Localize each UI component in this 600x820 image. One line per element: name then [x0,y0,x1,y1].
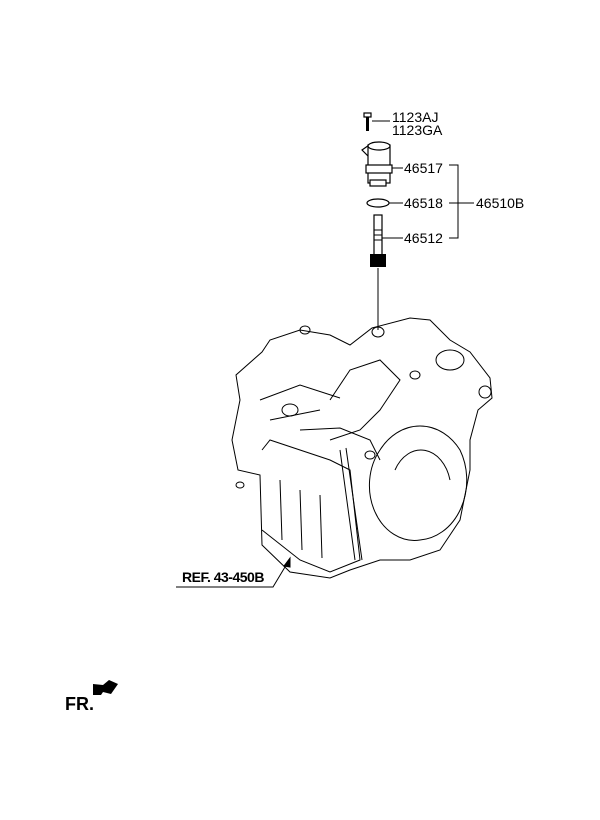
transmission-illustration [231,317,493,579]
part-label-1123aj[interactable]: 1123AJ [392,109,438,125]
part-label-46518[interactable]: 46518 [404,195,443,211]
o-ring-part[interactable] [366,198,390,208]
reference-label[interactable]: REF. 43-450B [182,569,265,585]
bolt-part[interactable] [363,112,372,131]
part-label-46517[interactable]: 46517 [404,160,443,176]
part-label-46512[interactable]: 46512 [404,230,443,246]
front-direction-label: FR. [65,694,94,714]
reference-callout[interactable]: REF. 43-450B [176,556,291,588]
driven-gear-shaft-part[interactable] [370,214,386,267]
part-label-1123ga[interactable]: 1123GA [392,122,443,138]
arrow-icon [93,680,118,695]
part-label-46510b[interactable]: 46510B [476,195,524,211]
speed-sensor-part[interactable] [361,141,393,187]
